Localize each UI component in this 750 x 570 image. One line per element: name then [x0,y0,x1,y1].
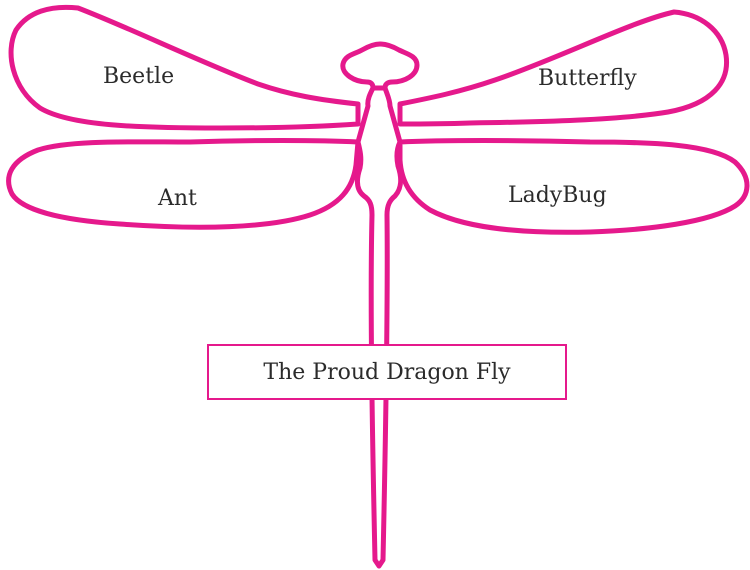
dragonfly-head [343,44,417,88]
top-left-wing [11,7,358,128]
wing-label-ladybug: LadyBug [508,185,607,207]
dragonfly-body [357,88,400,566]
title-box: The Proud Dragon Fly [207,344,567,400]
wing-label-butterfly: Butterfly [538,68,637,90]
diagram-title: The Proud Dragon Fly [263,360,510,385]
wing-label-beetle: Beetle [103,66,174,88]
wing-label-ant: Ant [158,188,197,210]
bottom-left-wing [9,141,358,228]
